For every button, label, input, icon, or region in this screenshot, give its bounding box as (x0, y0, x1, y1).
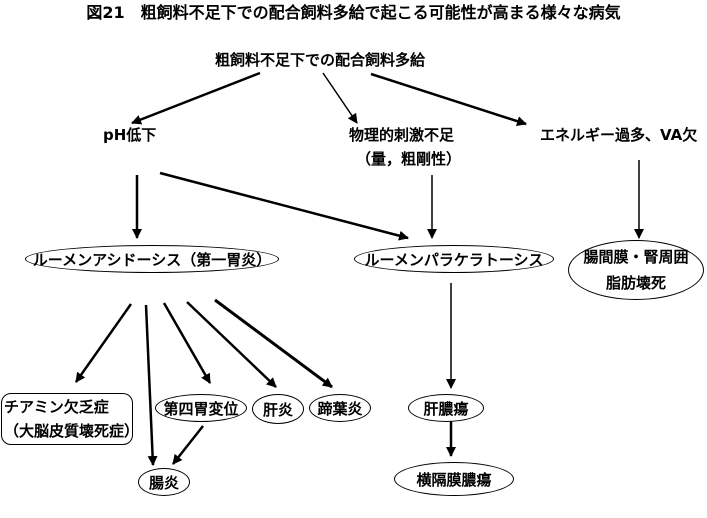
cause-physical-line2: （量，粗剛性） (356, 150, 462, 168)
node-label: 腸炎 (148, 473, 179, 492)
arrow-acidosis-to-abomasum (162, 302, 212, 384)
arrow-abomasum-to-enteritis (172, 425, 204, 465)
arrow-acidosis-to-enteritis (144, 304, 158, 466)
cause-ph-drop: pH低下 (103, 126, 157, 144)
node-fat-necrosis: 腸間膜・腎周囲 脂肪壊死 (568, 240, 704, 300)
arrow-root-to-physical (322, 72, 358, 124)
node-label: 横隔膜膿瘍 (416, 470, 492, 489)
arrow-root-to-energy (370, 72, 527, 126)
node-label: 第四胃変位 (163, 399, 239, 418)
node-rumen-acidosis: ルーメンアシドーシス（第一胃炎） (25, 245, 279, 273)
node-label: 蹄葉炎 (317, 399, 363, 418)
node-enteritis: 腸炎 (138, 468, 190, 496)
arrow-root-to-ph (131, 71, 261, 125)
node-laminitis: 蹄葉炎 (309, 394, 371, 422)
arrow-acidosis-to-hepatitis (186, 301, 277, 388)
cause-physical-line1: 物理的刺激不足 (349, 126, 455, 144)
node-rumen-parakeratosis: ルーメンパラケラトーシス (354, 245, 554, 273)
node-liver-abscess: 肝膿瘍 (408, 394, 484, 422)
arrow-acidosis-to-laminitis (214, 298, 333, 389)
arrow-ph-to-parakeratosis (159, 171, 409, 241)
node-label-line2: 脂肪壊死 (605, 274, 666, 292)
node-thiamine-deficiency: チアミン欠乏症 （大脳皮質壊死症） (1, 393, 139, 445)
node-diaphragm-abscess: 横隔膜膿瘍 (394, 462, 514, 496)
node-abomasal-displacement: 第四胃変位 (155, 394, 247, 422)
root-cause-label: 粗飼料不足下での配合飼料多給 (215, 51, 426, 69)
node-label-line2: （大脳皮質壊死症） (4, 422, 140, 440)
node-label: 肝炎 (262, 400, 293, 419)
cause-energy-excess: エネルギー過多、VA欠 (540, 126, 698, 144)
node-label: 肝膿瘍 (423, 399, 469, 418)
node-hepatitis: 肝炎 (252, 394, 304, 424)
node-label: ルーメンパラケラトーシス (364, 250, 544, 269)
figure-title: 図21 粗飼料不足下での配合飼料多給で起こる可能性が高まる様々な病気 (86, 3, 621, 22)
node-label-line1: チアミン欠乏症 (4, 398, 109, 416)
arrow-acidosis-to-thiamine (74, 303, 133, 383)
node-label: ルーメンアシドーシス（第一胃炎） (32, 250, 272, 269)
node-label-line1: 腸間膜・腎周囲 (583, 248, 689, 266)
